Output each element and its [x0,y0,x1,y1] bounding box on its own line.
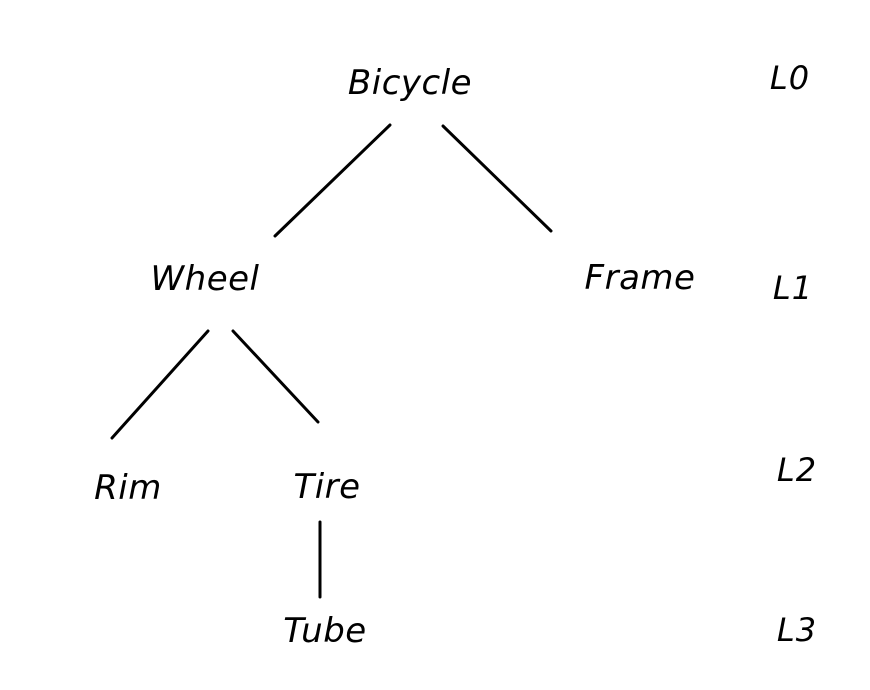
edge-bicycle-frame [441,124,553,233]
node-wheel[interactable]: Wheel [150,259,260,299]
level-label-l1: L1 [772,269,814,307]
edge-wheel-rim [110,329,210,440]
edges-group [110,123,553,599]
node-rim[interactable]: Rim [94,468,162,508]
node-frame[interactable]: Frame [584,258,696,298]
level-label-l2: L2 [776,451,818,489]
node-tire[interactable]: Tire [293,467,361,507]
node-bicycle[interactable]: Bicycle [347,63,473,103]
level-label-l3: L3 [776,611,818,649]
edge-wheel-tire [231,329,320,424]
node-tube[interactable]: Tube [283,611,367,651]
edge-bicycle-wheel [273,123,392,238]
level-label-l0: L0 [769,59,811,97]
